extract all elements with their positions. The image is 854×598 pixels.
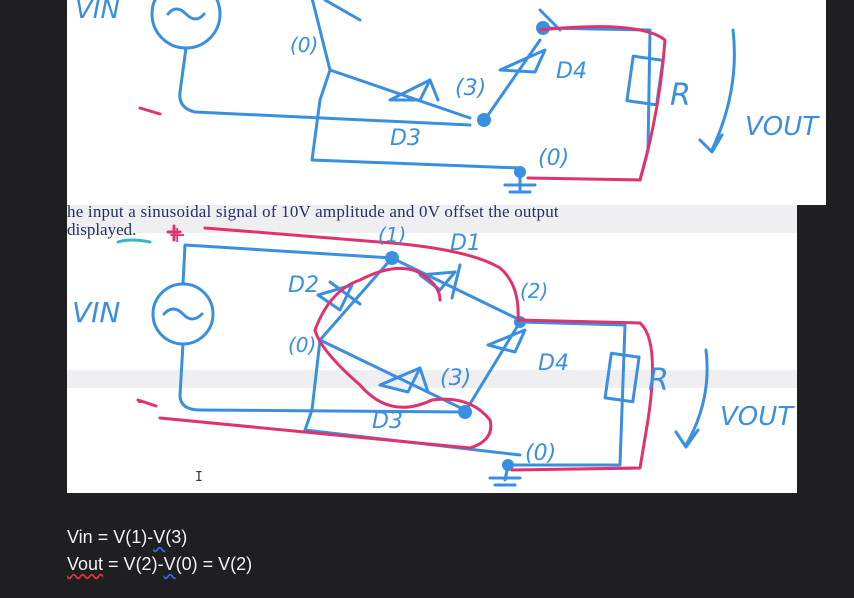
scan-text-line-1: he input a sinusoidal signal of 10V ampl…	[67, 205, 559, 221]
formula-vin: Vin = V(1)-V(3)	[67, 527, 187, 548]
dark-margin-bottom	[797, 205, 854, 493]
formula-vout-rest: (0) = V(2)	[175, 554, 253, 574]
formula-vout: Vout = V(2)-V(0) = V(2)	[67, 554, 252, 575]
formula-vout-lhs: Vout	[67, 554, 104, 574]
scan-text-line-2: displayed.	[67, 220, 137, 239]
formula-vout-eq: = V(2)-	[103, 554, 164, 574]
whiteboard-bottom-panel: he input a sinusoidal signal of 10V ampl…	[67, 205, 797, 493]
formula-vin-lhs: Vin	[67, 527, 93, 547]
formula-vin-rest: (3)	[165, 527, 188, 547]
whiteboard-top-panel	[67, 0, 826, 205]
formula-vin-v: V	[153, 527, 166, 547]
dark-margin-top	[827, 0, 854, 205]
gray-band-middle	[67, 370, 797, 388]
formula-vout-v: V	[163, 554, 176, 574]
formula-vin-eq: = V(1)-	[92, 527, 154, 547]
text-cursor-icon: I	[195, 470, 203, 485]
